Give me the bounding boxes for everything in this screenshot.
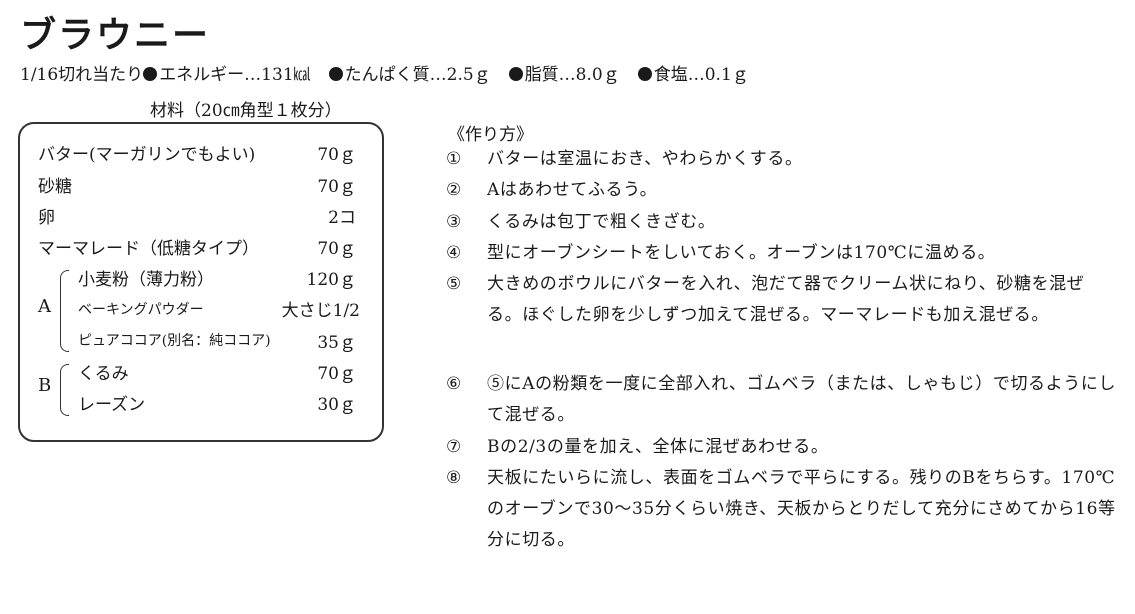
ingredient-name: レーズン [78, 395, 146, 415]
ingredient-amount: 35ｇ [317, 333, 356, 353]
step-text: Aはあわせてふるう。 [487, 180, 658, 200]
step-text: くるみは包丁で粗くきざむ。 [487, 212, 716, 232]
step-text: Bの2/3の量を加え、全体に混ぜあわせる。 [487, 437, 829, 457]
step-number: ⑦ [446, 437, 462, 457]
step-number: ① [446, 149, 462, 169]
serving-size: 1/16切れ当たり [20, 65, 144, 85]
step-number: ③ [446, 212, 462, 232]
recipe-title: ブラウニー [20, 15, 211, 56]
ingredient-amount: 120ｇ [306, 270, 356, 290]
step-text: ⑤にAの粉類を一度に全部入れ、ゴムベラ（または、しゃもじ）で切るようにして混ぜる… [487, 374, 1117, 425]
bullet-icon [328, 67, 343, 81]
step-number: ⑤ [446, 274, 462, 294]
step-number: ⑥ [446, 374, 462, 394]
ingredient-name: 小麦粉（薄力粉） [78, 270, 214, 290]
method-heading: 《作り方》 [448, 125, 533, 145]
bullet-icon [143, 67, 158, 81]
group-a-label: A [38, 296, 51, 317]
ingredient-amount: 70ｇ [317, 364, 356, 384]
step-number: ④ [446, 243, 462, 263]
ingredient-name: マーマレード（低糖タイプ） [38, 239, 259, 259]
ingredient-amount: 30ｇ [317, 395, 356, 415]
ingredient-name: ピュアココア(別名：純ココア) [78, 333, 271, 349]
nutrition-salt: 食塩…0.1ｇ [653, 65, 749, 85]
nutrition-energy: エネルギー…131㎉ [159, 65, 311, 85]
ingredient-amount: 70ｇ [317, 145, 356, 165]
ingredient-amount: 70ｇ [317, 177, 356, 197]
group-a-brace [60, 270, 69, 352]
nutrition-line: 1/16切れ当たりエネルギー…131㎉ たんぱく質…2.5ｇ 脂質…8.0ｇ 食塩…0… [20, 60, 767, 85]
ingredient-name: 卵 [38, 208, 55, 228]
bullet-icon [508, 67, 523, 81]
step-text: 大きめのボウルにバターを入れ、泡だて器でクリーム状にねり、砂糖を混ぜる。ほぐした… [487, 274, 1085, 325]
ingredient-name: ベーキングパウダー [78, 302, 204, 318]
ingredient-amount: 70ｇ [317, 239, 356, 259]
nutrition-protein: たんぱく質…2.5ｇ [344, 65, 491, 85]
materials-heading: 材料（20㎝角型１枚分） [150, 101, 342, 121]
ingredient-name: バター(マーガリンでもよい) [38, 145, 256, 165]
nutrition-fat: 脂質…8.0ｇ [524, 65, 620, 85]
ingredient-name: くるみ [78, 364, 129, 384]
ingredient-amount: 2コ [328, 208, 356, 228]
step-text: 天板にたいらに流し、表面をゴムベラで平らにする。残りのBをちらす。170℃のオー… [487, 468, 1116, 550]
ingredient-amount: 大さじ1/2 [281, 301, 360, 321]
step-number: ② [446, 180, 462, 200]
group-b-label: B [38, 375, 52, 396]
group-b-brace [60, 364, 69, 416]
step-text: 型にオーブンシートをしいておく。オーブンは170℃に温める。 [487, 243, 996, 263]
step-number: ⑧ [446, 468, 462, 488]
bullet-icon [637, 67, 652, 81]
ingredient-name: 砂糖 [38, 177, 72, 197]
step-text: バターは室温におき、やわらかくする。 [487, 149, 803, 169]
ingredients-box: バター(マーガリンでもよい) 70ｇ 砂糖 70ｇ 卵 2コ マーマレード（低糖… [18, 122, 384, 442]
